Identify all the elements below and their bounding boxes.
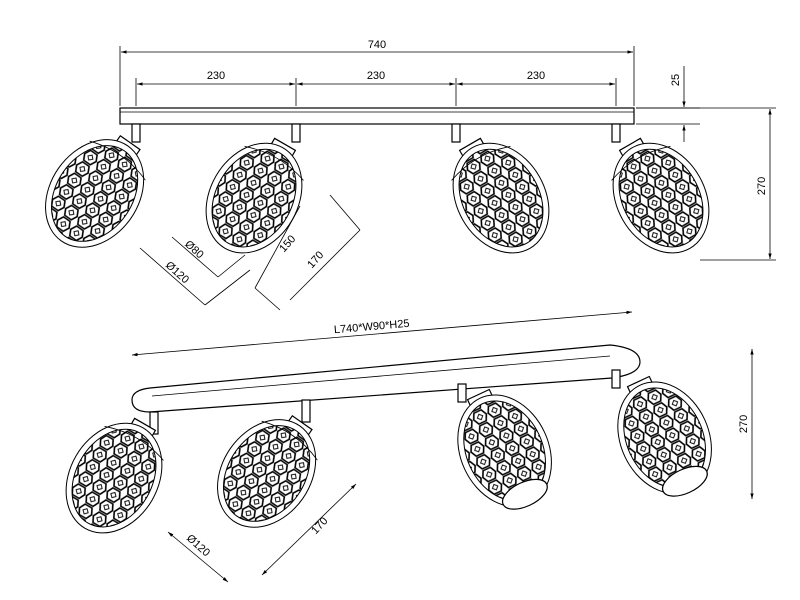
dim-shade-inner-dia: Ø80 [182, 238, 205, 261]
perspective-view: L740*W90*H25 [65, 310, 754, 583]
dim-perspective-outer-dia: Ø120 [184, 532, 212, 559]
stem [131, 123, 141, 143]
stem [611, 369, 621, 389]
front-view: 740 230 230 230 25 270 [45, 39, 776, 311]
dim-spacing-2: 230 [367, 70, 385, 82]
dim-total-height-label: 270 [756, 177, 768, 195]
dim-shade-length: 150 [277, 233, 298, 255]
stem [291, 123, 301, 143]
stem [451, 123, 461, 143]
stem [149, 411, 159, 435]
dim-shade-outer-dia: Ø120 [163, 259, 191, 286]
dim-spacing-1: 230 [207, 70, 225, 82]
dim-bar-height-label: 25 [670, 74, 682, 86]
stem [611, 123, 621, 143]
spotlight-shade [617, 375, 712, 497]
dim-total-height: 270 [636, 107, 776, 261]
ceiling-bar [119, 107, 635, 125]
dim-total-length-label: 740 [368, 39, 386, 51]
dim-perspective-spot-length: 170 [309, 515, 330, 537]
dim-spot-length: 170 [305, 249, 326, 271]
spotlight-shade [65, 417, 164, 534]
spotlight-shade [45, 134, 146, 248]
base-plate [131, 344, 641, 413]
stem [457, 383, 467, 403]
spotlight-shade [451, 137, 550, 254]
spotlight-shade [205, 137, 304, 254]
dim-spacing-3: 230 [527, 70, 545, 82]
stem [301, 399, 311, 423]
dim-spacings: 230 230 230 [135, 70, 617, 106]
dim-overall-label: L740*W90*H25 [333, 318, 410, 337]
spotlight-shade [457, 388, 552, 510]
dim-overall: L740*W90*H25 [131, 310, 633, 357]
spotlight-shade [611, 137, 710, 254]
dim-bar-height: 25 [636, 66, 700, 142]
dim-total-length: 740 [119, 39, 635, 106]
dim-perspective-height-label: 270 [738, 415, 750, 433]
dim-perspective-height: 270 [738, 349, 754, 499]
